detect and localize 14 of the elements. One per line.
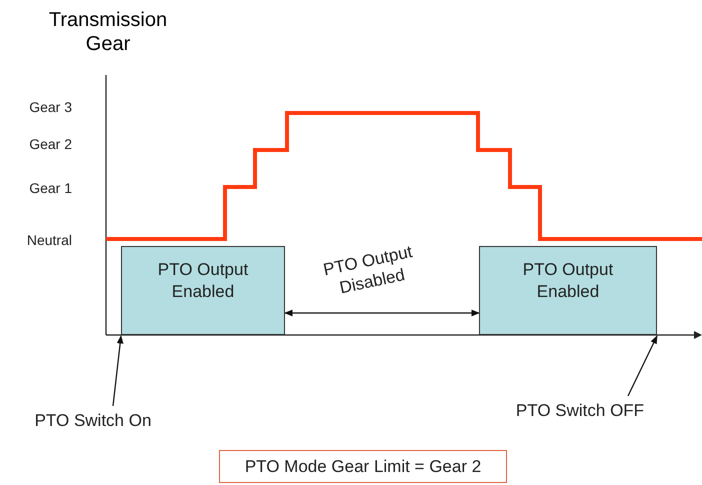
state-box: PTO Output Enabled bbox=[121, 246, 285, 335]
tick-label: Gear 3 bbox=[28, 98, 72, 116]
double-arrow bbox=[284, 310, 480, 316]
leader-arrow bbox=[627, 335, 658, 396]
edge-label: PTO Output Disabled bbox=[320, 241, 415, 300]
note-box: PTO Mode Gear Limit = Gear 2 bbox=[219, 450, 507, 483]
callout-text: PTO Switch On bbox=[18, 406, 168, 436]
leader-arrow bbox=[112, 335, 124, 406]
callout-text: PTO Switch OFF bbox=[500, 396, 660, 426]
tick-label: Neutral bbox=[26, 230, 72, 250]
tick-label: Gear 2 bbox=[28, 134, 72, 154]
tick-label: Gear 1 bbox=[28, 178, 72, 198]
axis-title: Transmission Gear bbox=[48, 8, 168, 56]
state-box: PTO Output Enabled bbox=[479, 246, 657, 335]
